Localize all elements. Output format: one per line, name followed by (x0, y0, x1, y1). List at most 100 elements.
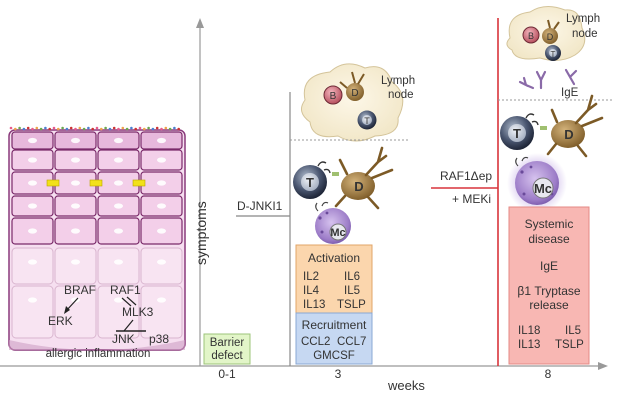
cell-nucleus (157, 180, 166, 186)
microvillus-dot (155, 126, 159, 130)
activation-box-bg (295, 244, 373, 314)
cell-nucleus (28, 228, 37, 234)
mast-cell-2-nucleus (532, 177, 554, 199)
x-tick-0-1: 0-1 (218, 367, 236, 381)
cell-nucleus (28, 180, 37, 186)
activation-il6: IL6 (344, 271, 360, 283)
systemic-disease-box: Systemic disease IgE β1 Tryptase release… (508, 206, 590, 365)
lymph-node-2-label-2: node (572, 28, 598, 40)
microvillus-dot (61, 126, 64, 130)
lymph-node-1-label-2: node (388, 89, 414, 101)
ige-receptors-2 (515, 156, 529, 167)
ige-antibody-icon-1 (535, 70, 547, 90)
microvillus-dot (48, 127, 51, 131)
dendrite-2-arms (546, 94, 604, 158)
microvillus-dot (78, 126, 82, 130)
microvillus-dot (108, 127, 112, 131)
activation-il4: IL4 (303, 285, 320, 297)
basal-cell (11, 285, 54, 339)
lymph-node-shape (300, 63, 404, 142)
pathway-mlk3: MLK3 (122, 305, 154, 319)
cell-nucleus (114, 157, 123, 163)
ige-antibody-icon-3 (518, 76, 535, 90)
microvillus-dot (104, 126, 107, 130)
microvillus-dot (74, 127, 77, 131)
treatment-djnki1: D-JNKI1 (237, 199, 283, 213)
d-cell-2-large-label: D (564, 127, 573, 142)
systemic-title-1: Systemic (525, 217, 574, 231)
pathway-p38: p38 (149, 332, 169, 346)
microvillus-dot (82, 127, 86, 131)
basal-membrane (9, 340, 185, 350)
microvillus-dot (125, 127, 129, 131)
microvillus-dot (65, 127, 69, 131)
microvillus-dot (39, 127, 43, 131)
basal-cell-nucleus (71, 259, 80, 265)
d-cell-large-label: D (354, 179, 363, 194)
mast-cell-nucleus (329, 223, 347, 241)
dendritic-cell-small-icon (346, 83, 364, 101)
systemic-il13: IL13 (518, 339, 540, 351)
systemic-box-bg (508, 206, 590, 365)
cell-nucleus (28, 157, 37, 163)
microvillus-dot (100, 127, 103, 131)
stage-week-3: D-JNKI1 Lymph node B D T T (236, 63, 415, 366)
dendritic-cell-large-icon (341, 172, 375, 200)
basal-cell-nucleus (157, 259, 166, 265)
dendrite-arms (334, 146, 394, 210)
recruitment-gmcsf: GMCSF (313, 350, 355, 362)
recruitment-ccl7: CCL7 (337, 336, 366, 348)
stage-week-8: RAF1Δep + MEKi Lymph node B D T IgE (431, 6, 612, 366)
microvillus-dot (130, 126, 133, 130)
lymph-node-2: Lymph node B D T (506, 6, 600, 61)
cell-nucleus (28, 137, 37, 144)
microvillus-dot (95, 126, 99, 130)
tcr-receptor-2 (525, 113, 539, 126)
d-cell-2-small-icon (542, 28, 558, 44)
mc-2-label: Mc (534, 181, 552, 196)
microvillus-dot (35, 126, 39, 130)
ige-antibodies: IgE (518, 68, 579, 99)
b-cell-2-label: B (528, 31, 534, 41)
basal-cell (54, 285, 97, 339)
systemic-il18: IL18 (518, 325, 540, 337)
basal-cell (11, 247, 54, 285)
treatment-raf1dep: RAF1Δep (440, 169, 492, 183)
x-tick-3: 3 (335, 367, 342, 381)
b-cell-label: B (330, 91, 337, 102)
dendrite-branches (339, 71, 365, 89)
microvillus-dot (143, 127, 146, 131)
lymph-node-1-label-1: Lymph (381, 75, 415, 87)
microvillus-dot (18, 126, 21, 130)
microvillus-dot (168, 127, 172, 131)
inhibit-bar-raf1 (126, 296, 137, 306)
signaling-pathway: BRAF RAF1 ERK MLK3 JNK p38 (48, 283, 169, 346)
recruitment-ccl2: CCL2 (301, 336, 330, 348)
upper-cell-rows (11, 131, 183, 245)
pathway-raf1: RAF1 (110, 283, 141, 297)
stage-barrier-defect: Barrier defect (203, 333, 251, 365)
tight-junction-marker (132, 179, 146, 187)
barrier-line-2: defect (211, 350, 243, 362)
pathway-braf: BRAF (64, 283, 96, 297)
basal-cell-nucleus (157, 297, 166, 303)
microvillus-dot (173, 126, 176, 130)
mast-cell-2: Mc (507, 153, 567, 213)
t-cell-large-label: T (306, 175, 314, 190)
ige-node-label: IgE (561, 87, 579, 99)
recruitment-box: Recruitment CCL2 CCL7 GMCSF (295, 312, 373, 365)
recruitment-box-bg (295, 312, 373, 365)
cell-nucleus (71, 180, 80, 186)
basal-cell-nucleus (28, 297, 37, 303)
basal-cell-nucleus (114, 297, 123, 303)
tcr-receptor (317, 161, 331, 174)
mc-label: Mc (330, 227, 345, 239)
cell-nucleus (157, 203, 166, 209)
mast-cell: Mc (315, 201, 351, 244)
microvillus-dot (14, 127, 17, 131)
microvillus-dot (151, 127, 155, 131)
treatment-meki: + MEKi (452, 192, 491, 206)
activation-il13: IL13 (303, 299, 325, 311)
